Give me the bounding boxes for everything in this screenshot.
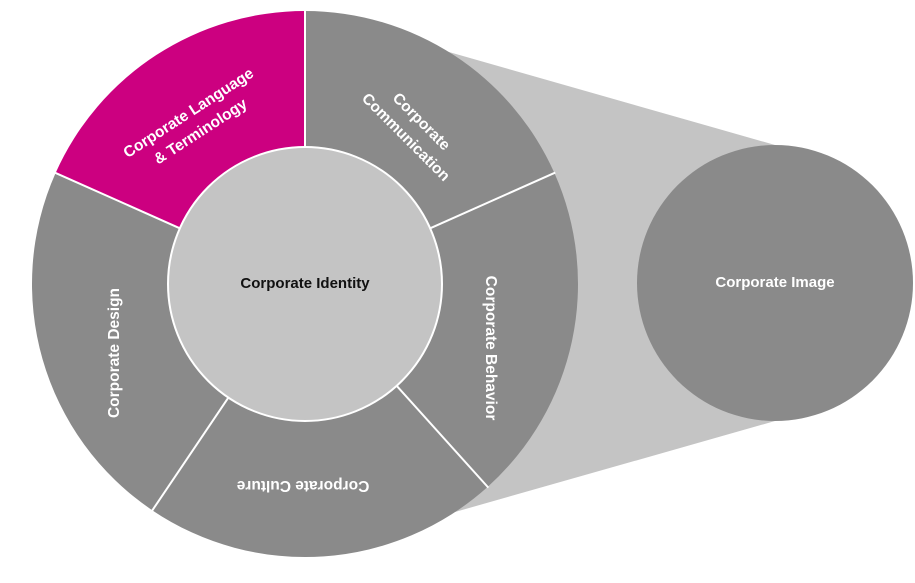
connector-band [305, 11, 775, 512]
segment-corporate-language[interactable] [55, 10, 306, 229]
corporate-identity-circle [167, 146, 443, 422]
segment-label-corporate-design: Corporate Design [106, 288, 123, 418]
corporate-image-label: Corporate Image [715, 274, 834, 291]
segment-label-line: Corporate Design [106, 288, 123, 418]
segment-separator [150, 397, 230, 512]
segment-label-corporate-behavior: Corporate Behavior [482, 276, 499, 421]
segment-corporate-behavior[interactable] [396, 172, 578, 487]
segment-corporate-communication[interactable] [305, 11, 555, 229]
segment-label-corporate-culture: Corporate Culture [236, 477, 369, 494]
corporate-image-circle [637, 145, 913, 421]
segment-label-line: Corporate Behavior [482, 276, 499, 421]
corporate-identity-label: Corporate Identity [240, 275, 370, 292]
segment-corporate-design[interactable] [31, 172, 229, 511]
segment-separators [54, 10, 556, 512]
segment-separator [429, 171, 556, 230]
segment-label-line: Corporate Culture [236, 477, 369, 494]
segment-corporate-culture[interactable] [152, 385, 488, 558]
segment-separator [395, 385, 490, 489]
segment-separator [54, 171, 181, 230]
